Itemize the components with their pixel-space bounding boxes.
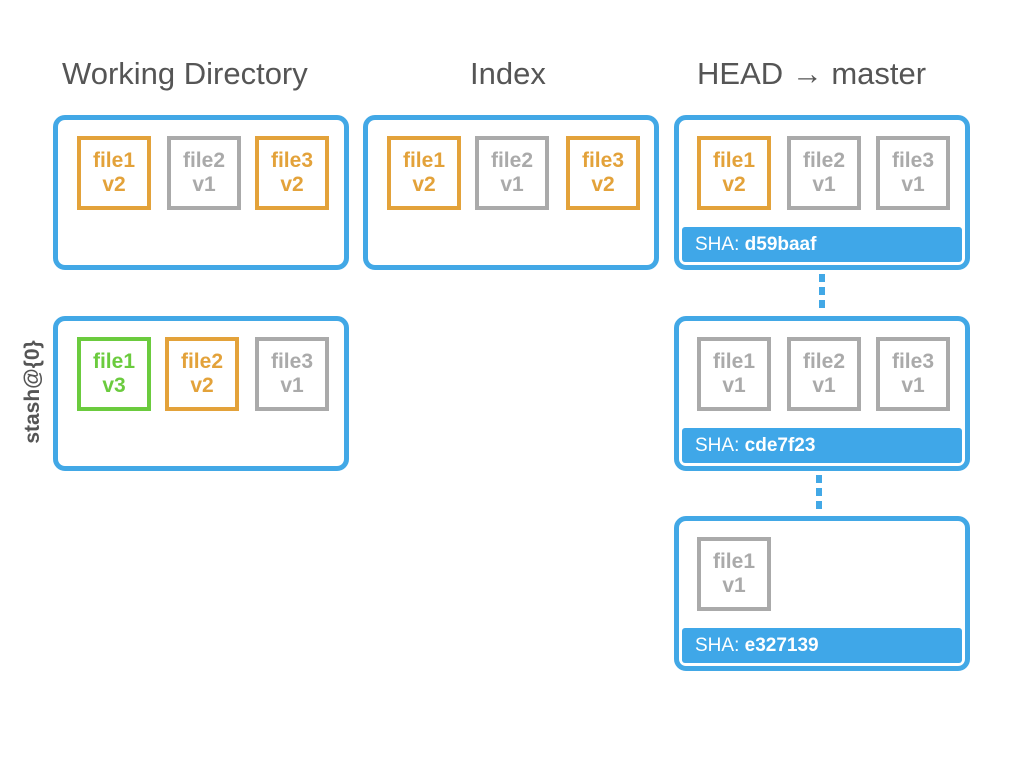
file-name: file1: [92, 350, 136, 373]
file-version: v1: [500, 173, 524, 196]
file-version: v1: [722, 374, 746, 397]
file-card: file3 v1: [876, 136, 950, 210]
commit-panel: file1 v1 SHA: e327139: [674, 516, 970, 671]
file-card: file1 v3: [77, 337, 151, 411]
stash-panel: file1 v3 file2 v2 file3 v1: [53, 316, 349, 471]
working-directory-panel: file1 v2 file2 v1 file3 v2: [53, 115, 349, 270]
file-name: file2: [182, 149, 226, 172]
commit-sha-bar: SHA: d59baaf: [682, 227, 962, 262]
file-card: file3 v1: [255, 337, 329, 411]
sha-prefix: SHA:: [695, 435, 740, 456]
file-name: file2: [490, 149, 534, 172]
file-name: file1: [712, 550, 756, 573]
file-name: file3: [581, 149, 625, 172]
head-master-heading: HEAD → master: [697, 56, 927, 91]
commit-connector: [816, 475, 822, 513]
file-card: file1 v2: [77, 136, 151, 210]
file-card: file1 v2: [697, 136, 771, 210]
file-card: file1 v1: [697, 537, 771, 611]
file-card: file2 v1: [787, 337, 861, 411]
file-version: v1: [901, 173, 925, 196]
file-card: file1 v2: [387, 136, 461, 210]
sha-prefix: SHA:: [695, 635, 740, 656]
file-version: v2: [190, 374, 214, 397]
file-version: v1: [901, 374, 925, 397]
file-version: v2: [280, 173, 304, 196]
file-card: file2 v2: [165, 337, 239, 411]
index-panel: file1 v2 file2 v1 file3 v2: [363, 115, 659, 270]
file-card: file3 v1: [876, 337, 950, 411]
file-name: file3: [891, 149, 935, 172]
file-name: file1: [402, 149, 446, 172]
file-version: v1: [812, 374, 836, 397]
file-version: v3: [102, 374, 126, 397]
stash-label: stash@{0}: [21, 340, 44, 444]
file-card: file2 v1: [787, 136, 861, 210]
commit-panel: file1 v2 file2 v1 file3 v1 SHA: d59baaf: [674, 115, 970, 270]
file-version: v1: [192, 173, 216, 196]
commit-sha-bar: SHA: e327139: [682, 628, 962, 663]
file-name: file1: [712, 350, 756, 373]
file-card: file2 v1: [475, 136, 549, 210]
sha-prefix: SHA:: [695, 234, 740, 255]
file-name: file1: [92, 149, 136, 172]
file-card: file3 v2: [255, 136, 329, 210]
file-version: v2: [722, 173, 746, 196]
file-version: v1: [280, 374, 304, 397]
file-name: file2: [180, 350, 224, 373]
file-card: file3 v2: [566, 136, 640, 210]
file-name: file3: [891, 350, 935, 373]
sha-value: cde7f23: [744, 435, 816, 456]
index-heading: Index: [470, 56, 546, 91]
file-name: file3: [270, 149, 314, 172]
sha-value: d59baaf: [744, 234, 817, 255]
file-name: file3: [270, 350, 314, 373]
file-version: v1: [722, 574, 746, 597]
file-version: v2: [412, 173, 436, 196]
file-version: v2: [591, 173, 615, 196]
file-version: v1: [812, 173, 836, 196]
file-card: file1 v1: [697, 337, 771, 411]
commit-panel: file1 v1 file2 v1 file3 v1 SHA: cde7f23: [674, 316, 970, 471]
file-card: file2 v1: [167, 136, 241, 210]
file-name: file1: [712, 149, 756, 172]
commit-sha-bar: SHA: cde7f23: [682, 428, 962, 463]
file-name: file2: [802, 149, 846, 172]
file-name: file2: [802, 350, 846, 373]
working-directory-heading: Working Directory: [62, 56, 308, 91]
file-version: v2: [102, 173, 126, 196]
sha-value: e327139: [744, 635, 819, 656]
commit-connector: [819, 274, 825, 312]
